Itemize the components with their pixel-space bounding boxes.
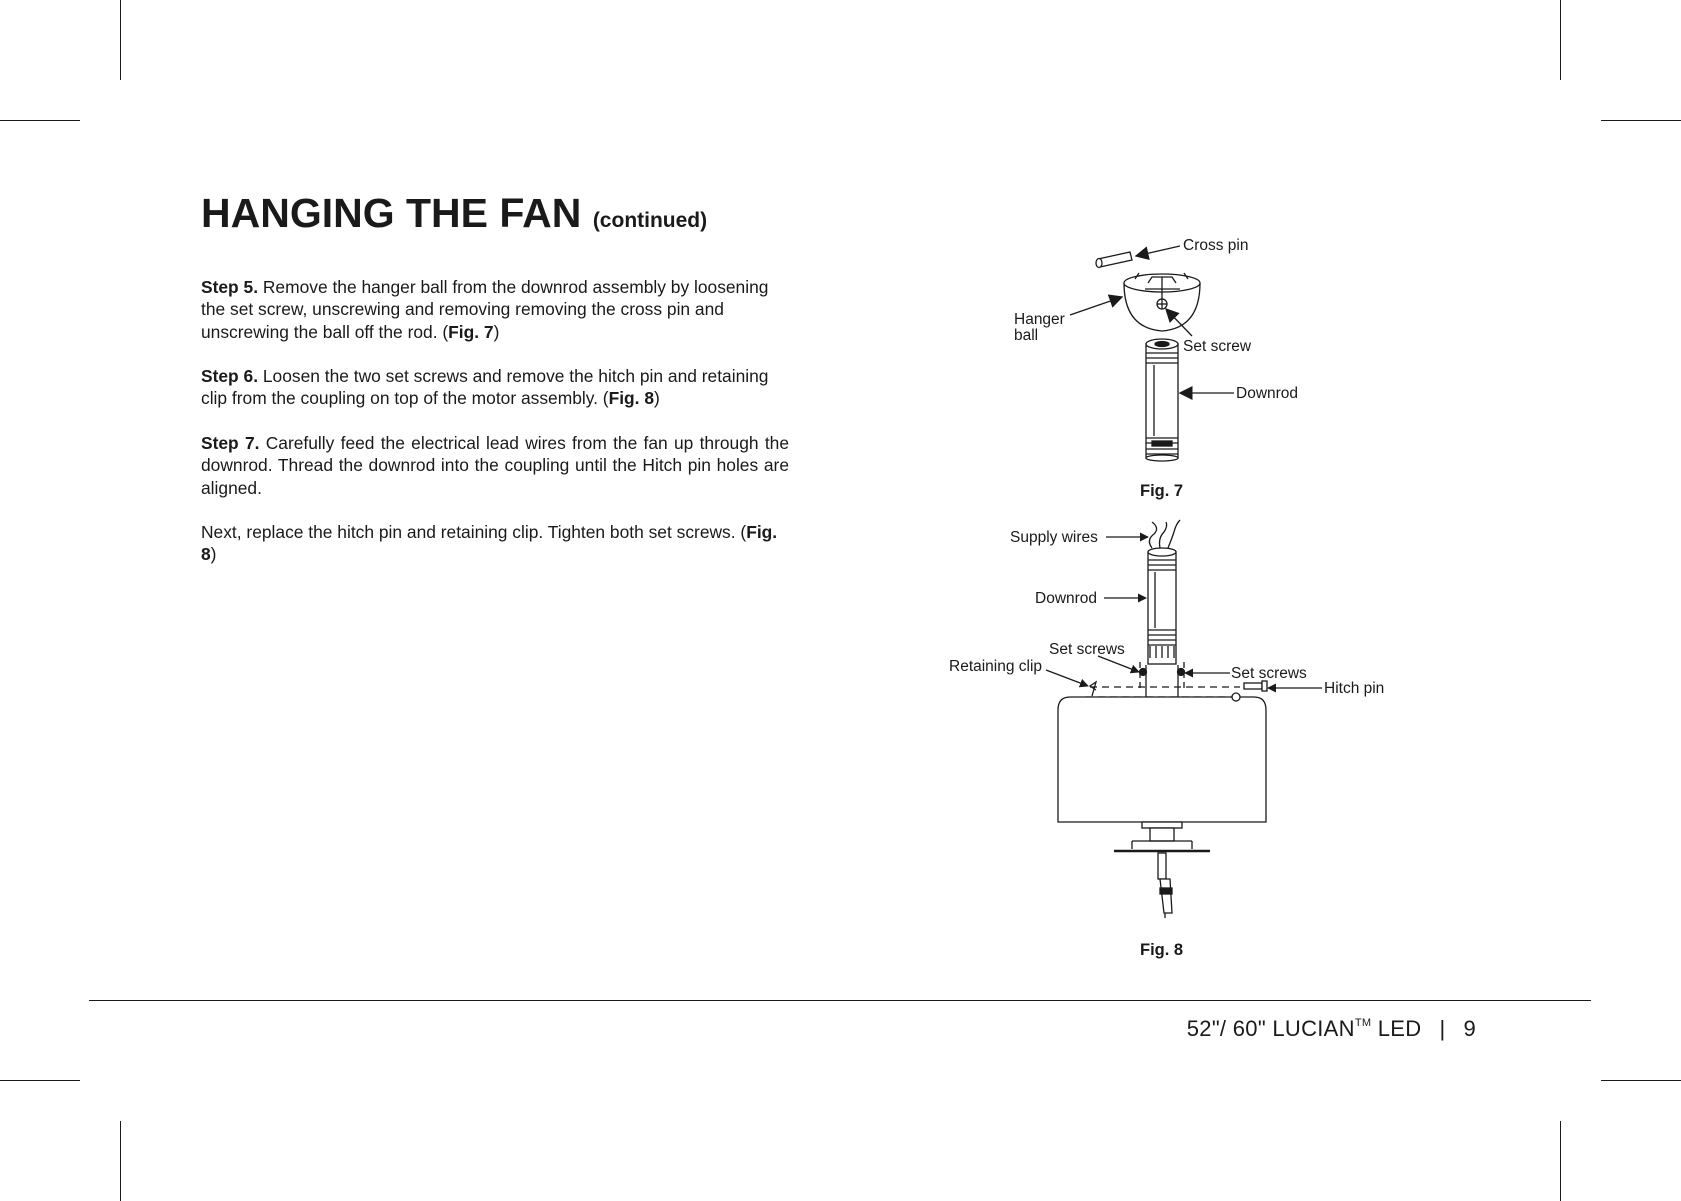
figure-ref: Fig. 8 bbox=[608, 388, 655, 409]
retaining-clip bbox=[1088, 680, 1098, 697]
step-text: Carefully feed the electrical lead wires… bbox=[201, 433, 789, 498]
crop-mark bbox=[0, 120, 80, 121]
paren-close: ) bbox=[210, 544, 217, 565]
fig8-downrod bbox=[1147, 547, 1177, 665]
footer-rule bbox=[89, 1000, 1591, 1001]
motor-bottom bbox=[1114, 821, 1210, 918]
label-set-screws-left: Set screws bbox=[1049, 641, 1125, 658]
paren-close: ) bbox=[654, 388, 660, 409]
next-paragraph: Next, replace the hitch pin and retainin… bbox=[201, 521, 789, 566]
cross-pin bbox=[1095, 251, 1133, 269]
label-supply-wires: Supply wires bbox=[1010, 529, 1098, 546]
paren-close: ) bbox=[493, 321, 500, 342]
coupling bbox=[1086, 662, 1240, 698]
next-text: Next, replace the hitch pin and retainin… bbox=[201, 522, 747, 542]
step-text: Remove the hanger ball from the downrod … bbox=[201, 277, 769, 342]
leader-hanger-ball bbox=[1069, 294, 1124, 316]
label-ball: ball bbox=[1014, 327, 1038, 344]
fig8-labels: Supply wires Downrod Set screws Retainin… bbox=[949, 529, 1384, 959]
footer-model: 52"/ 60" LUCIAN bbox=[1186, 1016, 1355, 1041]
label-hanger: Hanger bbox=[1014, 311, 1065, 328]
motor-housing bbox=[1057, 692, 1267, 823]
label-cross-pin: Cross pin bbox=[1183, 237, 1248, 254]
label-set-screws-right: Set screws bbox=[1231, 665, 1307, 682]
page-number: 9 bbox=[1463, 1016, 1476, 1041]
fig7-labels: Cross pin Hanger ball Set screw Downrod … bbox=[1014, 237, 1298, 500]
fig8-caption: Fig. 8 bbox=[1140, 941, 1183, 959]
crop-mark bbox=[1601, 120, 1681, 121]
crop-mark bbox=[0, 1080, 80, 1081]
step-label: Step 5. bbox=[201, 277, 259, 297]
leader-set-screws-left bbox=[1097, 655, 1140, 674]
step-label: Step 6. bbox=[201, 366, 259, 386]
footer-led: LED bbox=[1371, 1016, 1422, 1041]
title-text: HANGING THE FAN bbox=[201, 190, 582, 236]
step-label: Step 7. bbox=[201, 433, 260, 453]
page-footer: 52"/ 60" LUCIANTM LED | 9 bbox=[1187, 1016, 1476, 1042]
label-downrod: Downrod bbox=[1236, 385, 1298, 402]
crop-mark bbox=[120, 1121, 121, 1201]
label-hitch-pin: Hitch pin bbox=[1324, 680, 1384, 697]
fig7-downrod bbox=[1145, 338, 1179, 462]
title-continued: (continued) bbox=[592, 209, 708, 232]
fig7-diagram bbox=[1069, 245, 1234, 462]
step-5-paragraph: Step 5. Remove the hanger ball from the … bbox=[201, 276, 789, 343]
crop-mark bbox=[1560, 1121, 1561, 1201]
trademark: TM bbox=[1354, 1017, 1372, 1029]
label-set-screw: Set screw bbox=[1183, 338, 1252, 355]
page-title: HANGING THE FAN (continued) bbox=[201, 190, 707, 237]
crop-mark bbox=[1601, 1080, 1681, 1081]
step-text: Loosen the two set screws and remove the… bbox=[201, 366, 769, 409]
leader-set-screw bbox=[1165, 307, 1193, 337]
hanger-ball bbox=[1123, 272, 1201, 332]
label-retaining-clip: Retaining clip bbox=[949, 658, 1042, 675]
leader-cross-pin bbox=[1134, 245, 1181, 261]
step-6-paragraph: Step 6. Loosen the two set screws and re… bbox=[201, 365, 789, 410]
leader-retaining-clip bbox=[1045, 669, 1089, 688]
figure-ref: Fig. 8 bbox=[201, 522, 778, 565]
supply-wires bbox=[1148, 519, 1181, 549]
figure-ref: Fig. 7 bbox=[448, 321, 494, 342]
label-downrod: Downrod bbox=[1035, 590, 1097, 607]
fig7-caption: Fig. 7 bbox=[1140, 482, 1183, 500]
fig8-diagram bbox=[1045, 519, 1322, 918]
installation-figures: Cross pin Hanger ball Set screw Downrod … bbox=[949, 237, 1384, 959]
step-7-paragraph: Step 7. Carefully feed the electrical le… bbox=[201, 432, 789, 499]
hitch-pin bbox=[1243, 680, 1268, 692]
crop-mark bbox=[120, 0, 121, 80]
footer-separator: | bbox=[1439, 1016, 1446, 1041]
crop-mark bbox=[1560, 0, 1561, 80]
